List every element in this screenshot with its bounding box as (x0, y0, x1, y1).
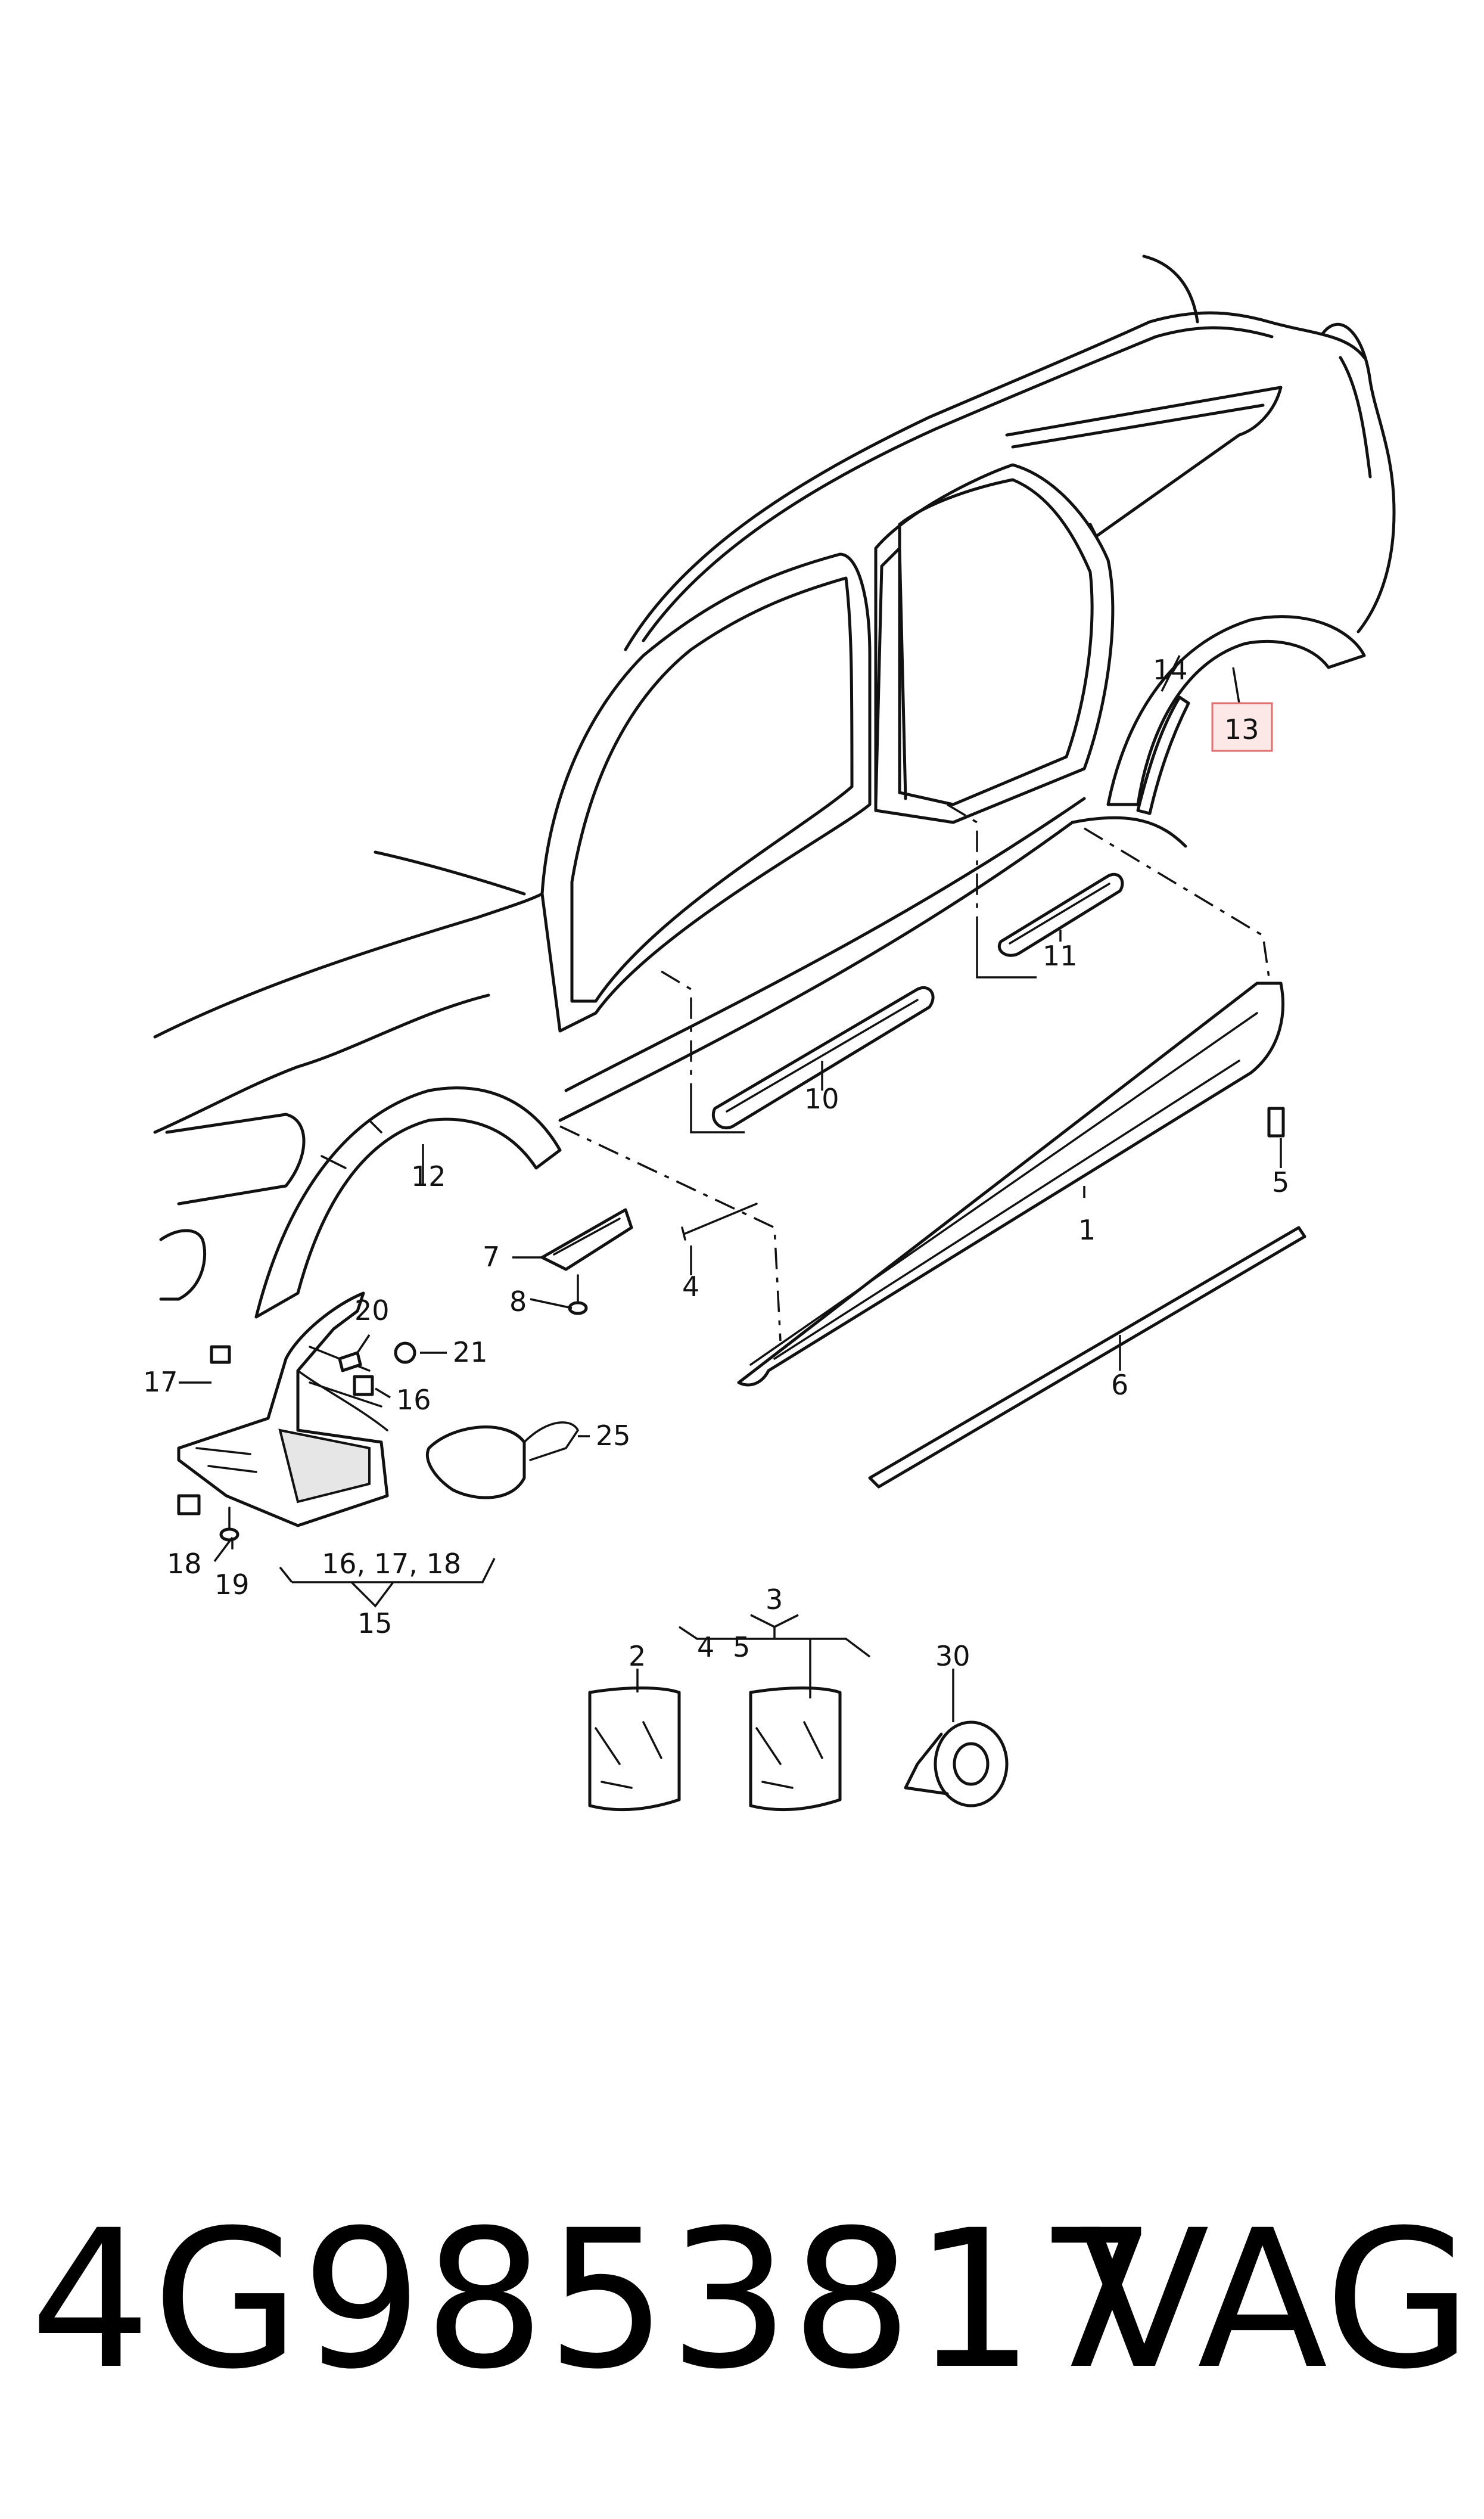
trim-strip-part-6 (868, 1226, 1306, 1489)
label-4: 4 (682, 1271, 699, 1303)
sill-plate-part-10 (711, 986, 935, 1130)
sill-plate-part-11 (997, 873, 1124, 957)
sill-cover-part-1 (737, 981, 1284, 1387)
label-25: 25 (596, 1420, 631, 1452)
dash-lines (559, 803, 1270, 1341)
label-20: 20 (354, 1294, 390, 1327)
brand-name: VAG (1079, 2189, 1472, 2411)
label-10: 10 (804, 1083, 839, 1115)
label-18: 18 (167, 1548, 202, 1580)
label-12: 12 (411, 1160, 446, 1192)
label-3: 3 (766, 1583, 783, 1616)
label-15: 15 (357, 1607, 393, 1639)
label-30: 30 (935, 1640, 970, 1672)
fastener-part-21 (394, 1341, 416, 1364)
fastener-part-16 (353, 1375, 374, 1396)
bag-part-2 (588, 1686, 681, 1812)
footer: 4G9853817 VAG (0, 2169, 1484, 2455)
label-14: 14 (1153, 654, 1188, 686)
fastener-part-20 (338, 1351, 362, 1372)
label-7: 7 (483, 1241, 500, 1273)
highlight-box-13 (1211, 702, 1273, 752)
label-5-bags: 5 (733, 1631, 750, 1663)
underbody-panel-part-15 (177, 1291, 389, 1527)
part-labels: 1 6 5 4 10 11 12 14 13 7 8 20 21 16 17 2… (143, 654, 1289, 1672)
bag-part-3 (749, 1686, 842, 1812)
label-1: 1 (1078, 1214, 1096, 1246)
car-body-outline (153, 254, 1396, 1319)
tape-roll-part-30 (904, 1720, 1009, 1807)
label-21: 21 (453, 1336, 488, 1368)
part-number: 4G9853817 (30, 2189, 1159, 2411)
label-16: 16 (396, 1384, 431, 1416)
clip-part-5 (1267, 1107, 1285, 1138)
label-13: 13 (1224, 713, 1259, 746)
clip-part-4 (681, 1203, 758, 1241)
seal-part-25 (425, 1421, 580, 1499)
label-5: 5 (1272, 1166, 1289, 1198)
label-19: 19 (214, 1568, 250, 1601)
bolt-part-8 (568, 1274, 588, 1315)
parts-diagram: 1 6 5 4 10 11 12 14 13 7 8 20 21 16 17 2… (143, 254, 1396, 1812)
label-11: 11 (1043, 940, 1078, 972)
label-6: 6 (1111, 1369, 1128, 1401)
leader-lines (179, 655, 1282, 1722)
label-8: 8 (509, 1285, 527, 1318)
fastener-part-19 (219, 1507, 239, 1542)
label-4-bags: 4 (697, 1631, 714, 1663)
label-16-17-18: 16, 17, 18 (322, 1548, 461, 1580)
bracket-part-7 (540, 1208, 633, 1271)
fastener-part-17 (210, 1345, 231, 1364)
label-17: 17 (143, 1366, 178, 1398)
label-2: 2 (629, 1640, 646, 1672)
fastener-part-18 (177, 1494, 201, 1515)
